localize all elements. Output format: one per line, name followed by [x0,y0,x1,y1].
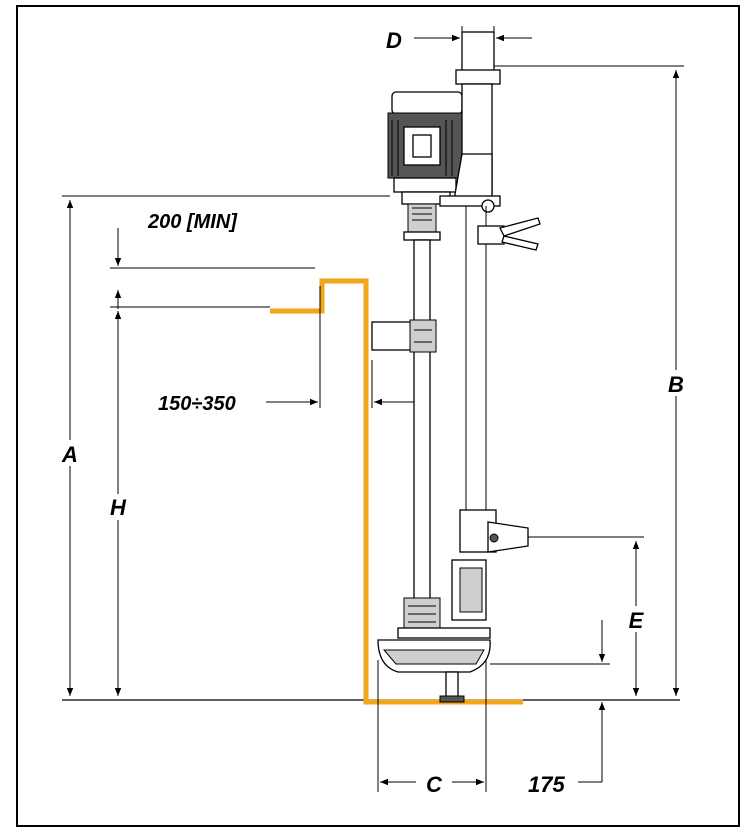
pump-foot [445,671,459,699]
pump-column [413,239,431,603]
motor-cap [391,91,463,115]
dim-d-label: D [386,28,402,53]
dim-b-label: B [668,372,684,397]
dim-c-label: C [426,772,443,797]
mounting-bracket [371,321,413,351]
drawing-border [16,5,740,827]
dim-h-label: H [110,495,127,520]
dim-flange-label: 150÷350 [158,393,236,415]
dim-min-label: 200 [MIN] [147,211,238,233]
discharge-pipe-top [461,31,495,73]
dim-175-label: 175 [528,772,565,797]
vertical-pump [371,31,541,703]
discharge-flange [455,69,501,85]
float-cone [487,521,529,553]
dim-e-label: E [629,608,645,633]
dim-a-label: A [61,442,78,467]
tank-outline [270,278,523,705]
float-switch-handle [499,217,541,237]
